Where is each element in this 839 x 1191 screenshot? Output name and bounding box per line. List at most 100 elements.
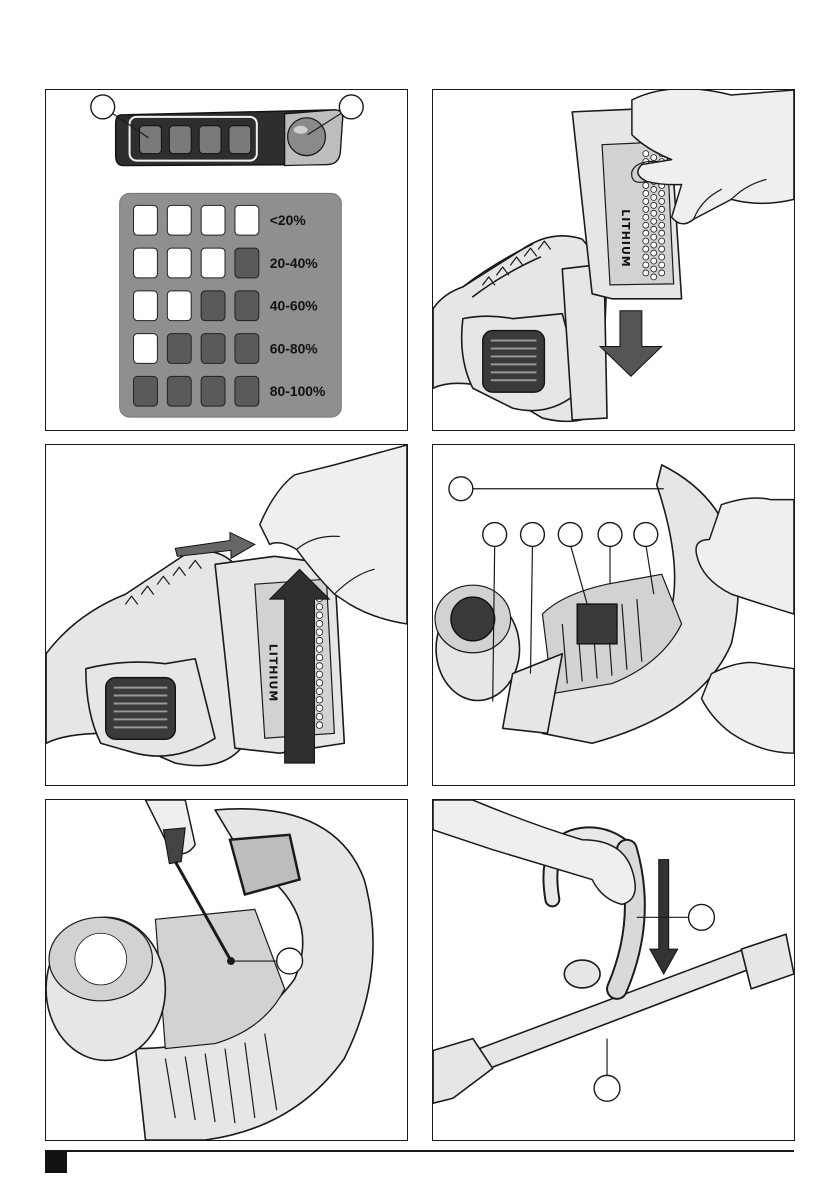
vent-hole <box>659 230 665 236</box>
handle-clamp <box>564 960 600 988</box>
callout-circle-4 <box>558 523 582 547</box>
led-segment-3 <box>199 126 221 154</box>
level-segment <box>167 334 191 364</box>
level-segment <box>201 291 225 321</box>
remove-battery-illustration: LITHIUM <box>433 90 794 430</box>
vent-hole <box>316 654 323 661</box>
vent-hole <box>643 190 649 196</box>
vent-hole <box>316 713 323 720</box>
vent-hole <box>659 214 665 220</box>
vent-hole <box>651 202 657 208</box>
vent-hole <box>316 680 323 687</box>
vent-hole <box>659 270 665 276</box>
vent-hole <box>643 262 649 268</box>
callout-circle-2 <box>339 95 363 119</box>
vent-hole <box>651 274 657 280</box>
vent-hole <box>316 646 323 653</box>
button-highlight <box>294 126 308 134</box>
shaft-top-housing <box>741 934 794 989</box>
spool-center <box>451 597 495 641</box>
vent-hole <box>316 705 323 712</box>
vent-hole <box>659 238 665 244</box>
vent-hole <box>659 246 665 252</box>
vent-hole <box>651 226 657 232</box>
vent-hole <box>643 238 649 244</box>
panel-insert-battery: LITHIUM <box>45 444 408 786</box>
battery-brand-stamp: LITHIUM <box>267 644 280 702</box>
panel-handle-fitting <box>432 799 795 1141</box>
vent-hole <box>651 250 657 256</box>
level-label: 20-40% <box>270 255 318 271</box>
callout-circle-5 <box>598 523 622 547</box>
insert-battery-illustration: LITHIUM <box>46 445 407 785</box>
vent-hole <box>643 230 649 236</box>
handle-fitting-illustration <box>433 800 794 1140</box>
vent-hole <box>651 242 657 248</box>
led-segment-1 <box>140 126 162 154</box>
callout-circle-1 <box>277 948 303 974</box>
guard-clip <box>577 604 617 644</box>
vent-hole <box>651 155 657 161</box>
guard-screw-illustration <box>46 800 407 1140</box>
level-segment <box>167 205 191 235</box>
vent-hole <box>643 246 649 252</box>
level-segment <box>235 376 259 406</box>
level-segment <box>167 248 191 278</box>
callout-leader-3 <box>530 544 532 673</box>
callout-circle-3 <box>521 523 545 547</box>
vent-hole <box>651 258 657 264</box>
vent-hole <box>643 198 649 204</box>
arrow-down-icon <box>600 311 662 377</box>
vent-hole <box>316 620 323 627</box>
panel-guard-parts <box>432 444 795 786</box>
level-segment <box>235 248 259 278</box>
vent-hole <box>316 629 323 636</box>
vent-hole <box>316 696 323 703</box>
level-segment <box>201 376 225 406</box>
level-segment <box>134 248 158 278</box>
page-marker <box>45 1151 67 1173</box>
level-segment <box>167 376 191 406</box>
vent-hole <box>659 206 665 212</box>
vent-hole <box>659 262 665 268</box>
footer-rule <box>45 1150 794 1152</box>
guard-screw <box>227 957 235 965</box>
callout-circle-1 <box>449 477 473 501</box>
vent-hole <box>651 266 657 272</box>
vent-hole <box>316 663 323 670</box>
vent-hole <box>316 688 323 695</box>
level-segment <box>167 291 191 321</box>
vent-hole <box>316 722 323 729</box>
panel-charge-indicator: <20%20-40%40-60%60-80%80-100% <box>45 89 408 431</box>
vent-hole <box>651 234 657 240</box>
screwdriver-icon <box>163 828 185 864</box>
user-hand-bottom <box>701 662 793 753</box>
panel-guard-screw <box>45 799 408 1141</box>
level-segment <box>235 205 259 235</box>
level-segment <box>134 205 158 235</box>
callout-circle-6 <box>634 523 658 547</box>
vent-hole <box>651 186 657 192</box>
level-segment <box>235 291 259 321</box>
level-segment <box>201 248 225 278</box>
user-arm <box>433 800 635 904</box>
spool-center <box>75 933 127 985</box>
vent-hole <box>651 194 657 200</box>
callout-circle-2 <box>594 1075 620 1101</box>
panel-remove-battery: LITHIUM <box>432 89 795 431</box>
gauge-push-button <box>288 118 326 156</box>
vent-hole <box>316 637 323 644</box>
vent-hole <box>643 214 649 220</box>
level-label: 80-100% <box>270 383 326 399</box>
level-label: <20% <box>270 212 306 228</box>
vent-hole <box>659 254 665 260</box>
vent-hole <box>316 671 323 678</box>
level-segment <box>201 205 225 235</box>
led-segment-2 <box>169 126 191 154</box>
vent-hole <box>643 254 649 260</box>
vent-hole <box>316 612 323 619</box>
vent-hole <box>651 218 657 224</box>
level-segment <box>201 334 225 364</box>
level-segment <box>134 291 158 321</box>
vent-hole <box>643 151 649 157</box>
